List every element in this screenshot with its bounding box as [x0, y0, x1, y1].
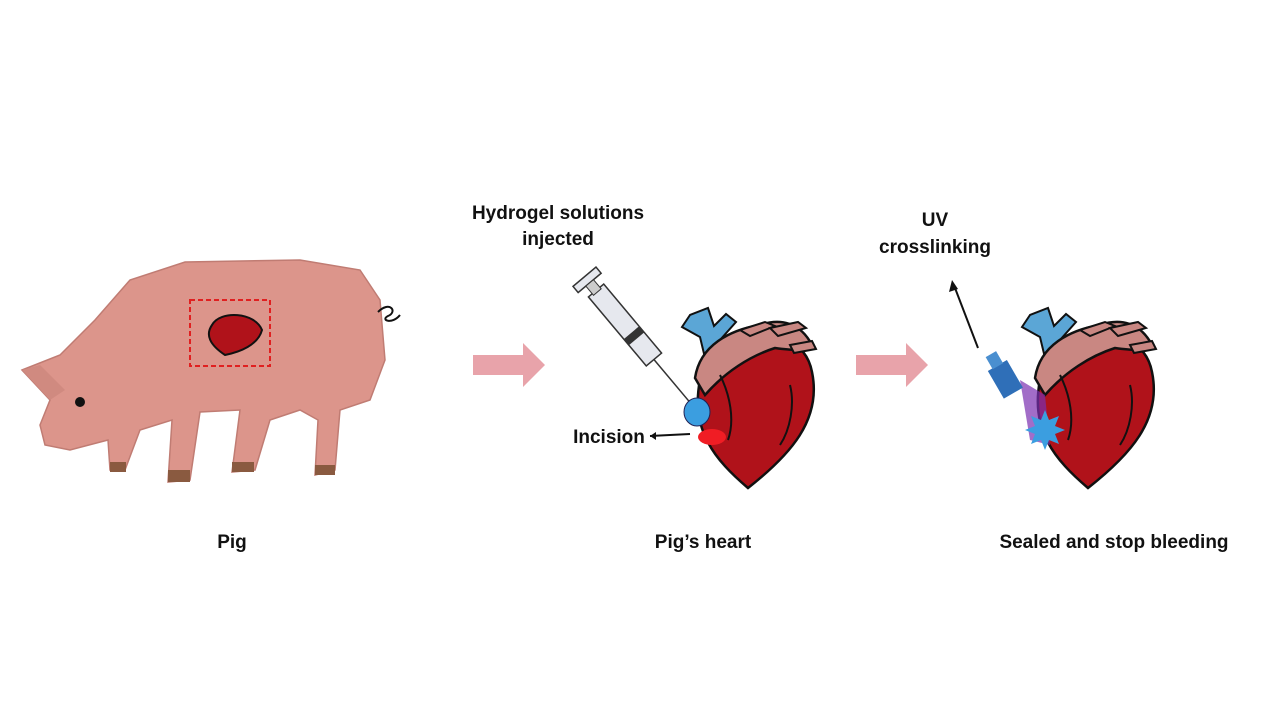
step-arrow-2 — [856, 343, 928, 387]
annotation-hydrogel-line2: injected — [522, 229, 594, 250]
sealed-gel-burst — [1025, 410, 1065, 450]
step-arrow-1 — [473, 343, 545, 387]
sealed-heart — [949, 280, 1158, 490]
pig-ear — [22, 365, 65, 400]
hydrogel-drop — [683, 397, 711, 427]
pig-eye — [75, 397, 85, 407]
syringe-icon — [571, 266, 694, 406]
pig-illustration — [20, 259, 401, 483]
uv-lamp-icon — [985, 351, 1023, 399]
caption-sealed: Sealed and stop bleeding — [999, 532, 1228, 553]
pig-hooves — [110, 462, 335, 482]
caption-pig-heart: Pig’s heart — [655, 532, 752, 553]
annotation-uv-line1: UV — [922, 210, 949, 231]
incision-label: Incision — [573, 427, 645, 448]
incision-wound — [698, 429, 726, 445]
annotation-hydrogel-line1: Hydrogel solutions — [472, 203, 644, 224]
incision-pointer — [649, 433, 691, 437]
small-heart-icon — [207, 313, 264, 357]
arrowhead-icon — [650, 432, 656, 440]
pig-body — [20, 259, 386, 483]
pig-heart-injection — [571, 266, 818, 490]
heart-location-box — [189, 299, 271, 367]
arrowhead-icon — [949, 280, 958, 292]
pig-tail — [377, 305, 401, 322]
annotation-uv-line2: crosslinking — [879, 237, 991, 258]
uv-pointer — [954, 287, 979, 349]
caption-pig: Pig — [217, 532, 247, 553]
